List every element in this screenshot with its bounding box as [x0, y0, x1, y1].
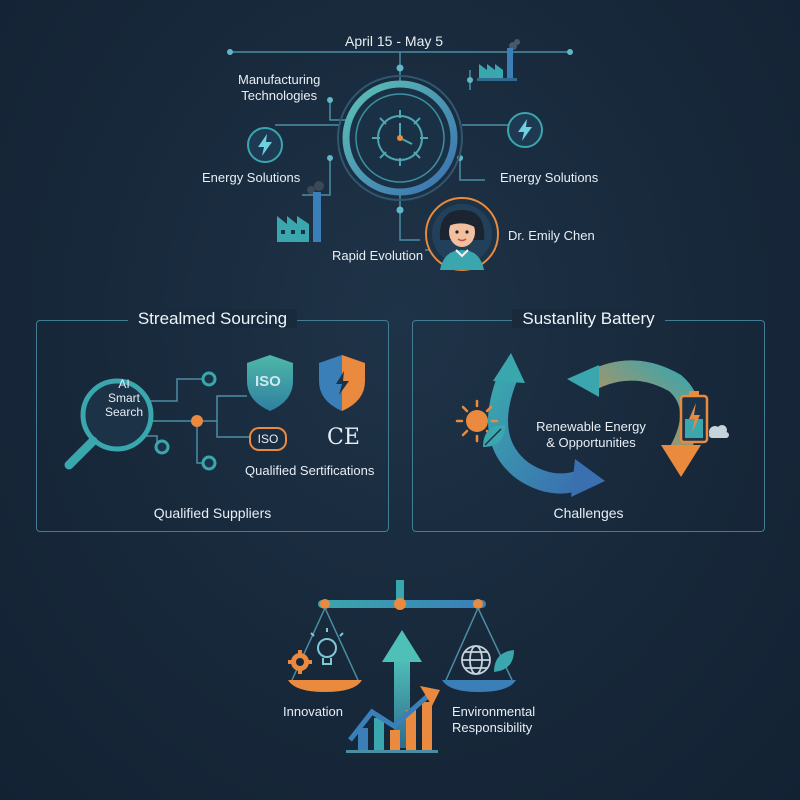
date-range: April 15 - May 5 [345, 33, 444, 49]
sun-icon [455, 399, 499, 443]
person-name: Dr. Emily Chen [508, 228, 595, 243]
factory-icon-bottom [277, 181, 324, 242]
shield-bolt-icon [319, 355, 365, 411]
energy-left-label: Energy Solutions [202, 170, 301, 185]
battery-panel-title: Sustanlity Battery [512, 309, 665, 328]
battery-panel: Sustanlity Battery Renewable Energy & Op… [412, 309, 765, 532]
avatar [425, 197, 499, 271]
cloud-icon [709, 425, 729, 438]
ce-mark: CE [327, 425, 360, 450]
top-hub-section: April 15 - May 5 Manufacturing Technolog… [0, 0, 800, 290]
qualified-certifications-label: Qualified Sertifications [245, 463, 375, 478]
challenges-label: Challenges [553, 505, 624, 521]
balance-scale-icon [288, 580, 516, 753]
sourcing-panel: Strealmed Sourcing AI Smart Search ISO [36, 309, 389, 532]
leaf-icon [483, 425, 505, 447]
ai-smart-search-label: AI Smart Search [104, 377, 144, 419]
renewable-energy-label: Renewable Energy & Opportunities [536, 419, 646, 450]
rapid-evolution-label: Rapid Evolution [332, 248, 424, 263]
clock-gear-icon [337, 75, 463, 201]
innovation-label: Innovation [283, 704, 343, 719]
iso-badge: ISO [249, 427, 287, 451]
factory-icon-top [477, 39, 520, 81]
iso-shield-text: ISO [255, 373, 281, 390]
manufacturing-label: Manufacturing Technologies [238, 72, 321, 103]
sourcing-panel-title: Strealmed Sourcing [127, 309, 298, 328]
search-icon[interactable] [61, 371, 161, 471]
qualified-suppliers-label: Qualified Suppliers [153, 505, 272, 521]
energy-right-label: Energy Solutions [500, 170, 599, 185]
energy-bolt-icon-left [247, 127, 283, 163]
environmental-label: Environmental Responsibility [452, 704, 536, 735]
battery-icon [679, 391, 709, 444]
sourcing-network [145, 371, 249, 471]
iso-shield-icon [247, 355, 293, 411]
energy-bolt-icon-right [507, 112, 543, 148]
